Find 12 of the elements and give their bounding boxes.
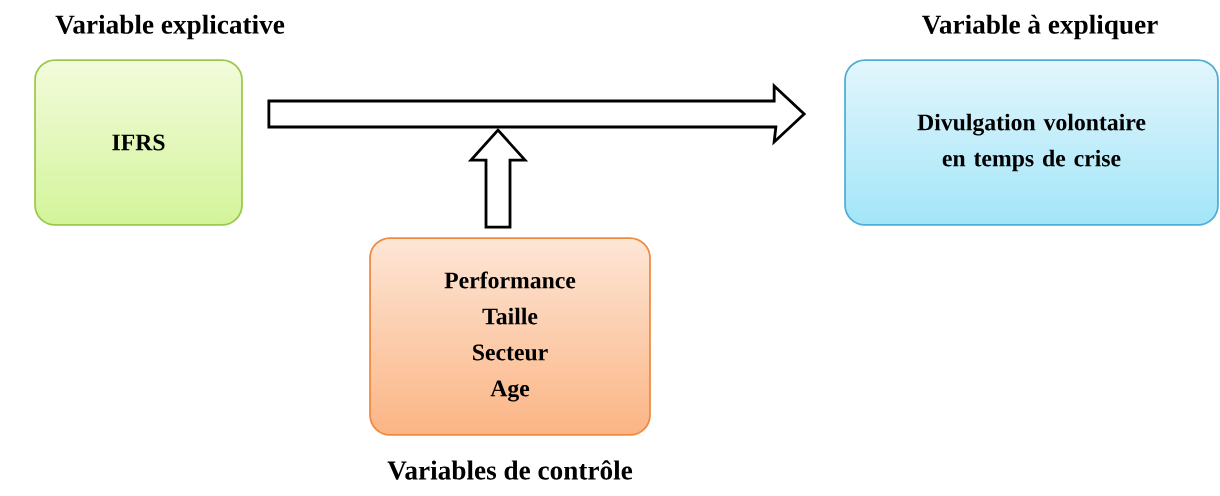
block-arrow: [267, 82, 807, 146]
node-label: Age: [490, 380, 530, 402]
heading: Variables de contrôle: [387, 460, 633, 480]
node-label: Taille: [482, 307, 538, 325]
process-box: IFRS: [34, 59, 243, 226]
node-label: Secteur: [473, 344, 548, 361]
heading: Variable à expliquer: [922, 14, 1158, 40]
heading: Variable explicative: [55, 14, 285, 40]
node-label: Performance: [444, 271, 576, 289]
process-box: Divulgation volontaire en temps de crise: [844, 59, 1219, 226]
block-arrow: [467, 128, 529, 229]
process-box: Performance Taille Secteur Age: [369, 237, 651, 436]
